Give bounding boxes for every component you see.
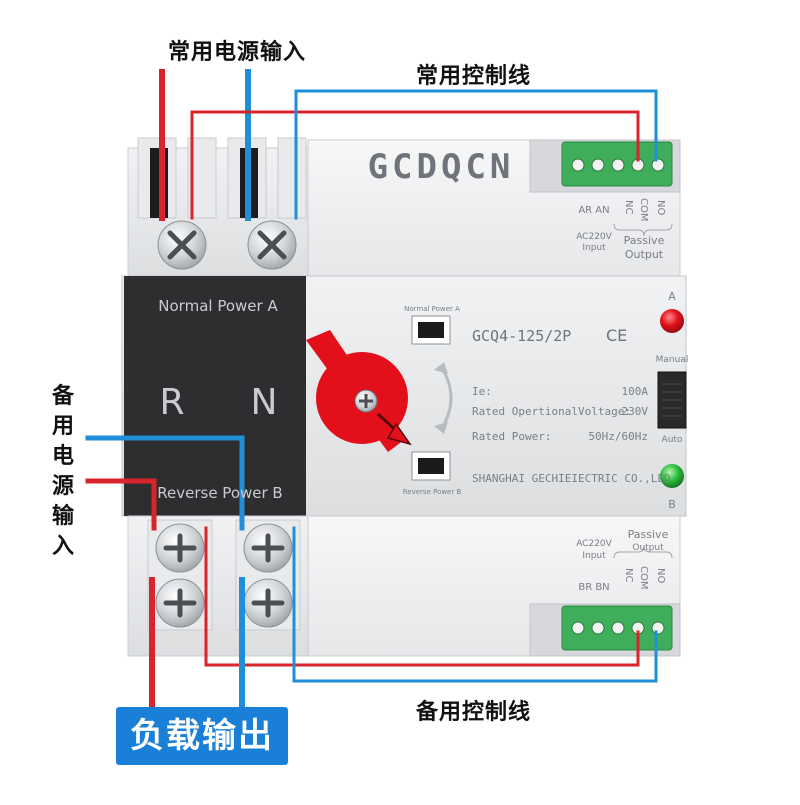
- bottom-input-label: Input: [582, 551, 606, 561]
- bottom-passive-brace: [613, 545, 673, 559]
- rotation-arrow-head-top: [434, 362, 448, 374]
- brand-logo: GCDQCN: [368, 147, 515, 187]
- top-no-label: NO: [655, 200, 666, 215]
- wire-normal-control-red: [190, 110, 640, 220]
- window-reverse-power-label: Reverse Power B: [403, 488, 462, 496]
- handle-pointer-head: [386, 422, 412, 446]
- top-nc-label: NC: [623, 200, 634, 214]
- manufacturer-name: SHANGHAI GECHIEIECTRIC CO.,LED: [472, 472, 671, 485]
- window-normal-power-label: Normal Power A: [404, 305, 460, 313]
- top-ar-an-label: AR AN: [578, 205, 609, 216]
- switch-auto-label: Auto: [662, 435, 683, 445]
- bottom-br-bn-label: BR BN: [578, 582, 609, 593]
- wire-backup-control-red: [204, 526, 640, 667]
- top-terminal-screws: [571, 158, 665, 172]
- spec-ie-value: 100A: [622, 385, 649, 398]
- bottom-screw-slots: [163, 533, 285, 618]
- spec-power-label: Rated Power:: [472, 430, 551, 443]
- ce-mark: CE: [606, 326, 627, 345]
- normal-power-window-inner: [418, 322, 444, 338]
- top-passive-brace: [613, 223, 673, 237]
- backup-power-input-label: 备用电源输入: [51, 384, 74, 559]
- panel-phase-r: R: [159, 382, 184, 423]
- spec-voltage-label: Rated OpertionalVoltage:: [472, 405, 631, 418]
- wire-normal-control-blue: [294, 89, 658, 220]
- wire-backup-n: [85, 435, 245, 531]
- top-slot-4: [277, 137, 307, 219]
- indicator-b-label: B: [668, 498, 676, 511]
- top-output-label: Output: [625, 248, 664, 261]
- top-com-label: COM: [638, 198, 649, 221]
- reverse-power-window-inner: [418, 458, 444, 474]
- rotation-arrow-head-bottom: [434, 422, 448, 434]
- load-output-badge: 负载输出: [116, 707, 288, 765]
- spec-ie-label: Ie:: [472, 385, 492, 398]
- panel-phase-n: N: [251, 382, 278, 423]
- led-b: [660, 464, 684, 488]
- rotation-arrow: [440, 367, 453, 429]
- bottom-ac-label: AC220V: [576, 539, 612, 549]
- bottom-output-label: Output: [632, 543, 664, 553]
- wire-backup-r: [85, 478, 157, 531]
- panel-normal-power-label: Normal Power A: [158, 297, 278, 315]
- panel-reverse-power-label: Reverse Power B: [157, 484, 282, 502]
- handle-center-slot: [359, 394, 373, 408]
- led-a: [660, 309, 684, 333]
- top-passive-label: Passive: [624, 234, 665, 247]
- switch-ridges: [662, 383, 682, 417]
- backup-control-line-label: 备用控制线: [416, 700, 532, 725]
- dark-left-panel: [124, 276, 306, 516]
- top-input-label: Input: [582, 243, 606, 253]
- switch-manual-label: Manual: [656, 355, 689, 365]
- bottom-no-label: NO: [655, 568, 666, 583]
- top-screw-n-slot: [257, 230, 287, 260]
- top-ac-label: AC220V: [576, 232, 612, 242]
- top-screw-r-slot: [167, 230, 197, 260]
- spec-voltage-value: 230V: [622, 405, 649, 418]
- wire-backup-control-blue: [292, 526, 658, 683]
- indicator-a-label: A: [668, 290, 676, 303]
- bottom-passive-label: Passive: [628, 528, 669, 541]
- bottom-com-label: COM: [638, 566, 649, 589]
- normal-control-line-label: 常用控制线: [416, 64, 532, 89]
- normal-power-input-label: 常用电源输入: [168, 40, 307, 65]
- model-number: GCQ4-125/2P: [472, 327, 571, 345]
- bottom-nc-label: NC: [623, 568, 634, 582]
- spec-power-value: 50Hz/60Hz: [588, 430, 648, 443]
